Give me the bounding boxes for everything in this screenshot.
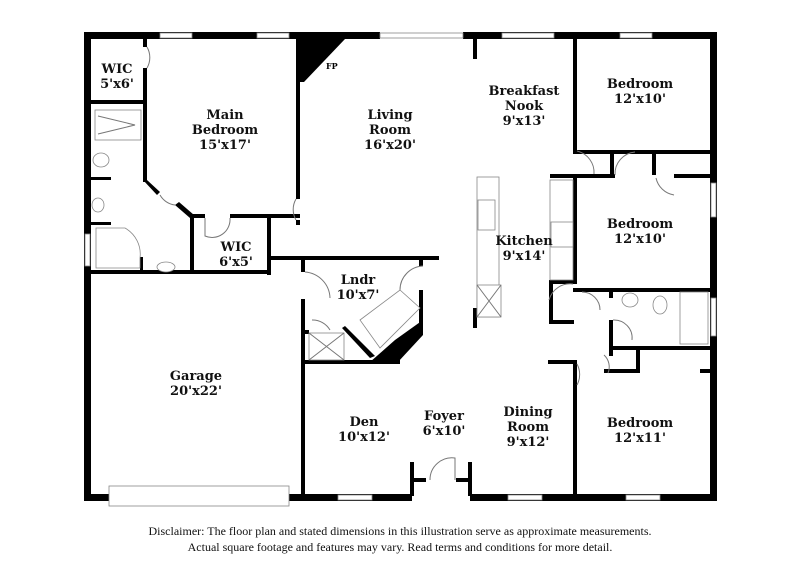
fixtures [91, 109, 709, 361]
room-name: Breakfast [488, 84, 560, 99]
room-wic-main: WIC 5'x6' [100, 62, 134, 92]
room-den: Den 10'x12' [338, 415, 390, 445]
room-size: 20'x22' [170, 384, 222, 399]
room-bedroom-3: Bedroom 12'x11' [607, 416, 673, 446]
room-name: Bedroom [606, 416, 674, 431]
room-size: 6'x10' [422, 424, 466, 439]
room-size: 6'x5' [219, 255, 253, 270]
room-size: 12'x10' [614, 232, 666, 247]
room-size: 9'x14' [502, 249, 546, 264]
disclaimer-line-2: Actual square footage and features may v… [187, 540, 613, 554]
room-name: WIC [101, 62, 133, 77]
room-kitchen: Kitchen 9'x14' [495, 234, 552, 264]
room-name: Bedroom [606, 77, 674, 92]
room-dining-room: Dining Room 9'x12' [503, 405, 552, 450]
room-size: 15'x17' [199, 138, 251, 153]
room-name: Living [367, 108, 413, 123]
room-name: Den [349, 415, 379, 430]
room-size: 9'x12' [506, 435, 550, 450]
disclaimer-line-1: Disclaimer: The floor plan and stated di… [148, 524, 652, 538]
room-garage: Garage 20'x22' [170, 369, 222, 399]
room-size: 10'x12' [338, 430, 390, 445]
room-size: 12'x10' [614, 92, 666, 107]
room-name: Bedroom [606, 217, 674, 232]
room-name: WIC [220, 240, 252, 255]
room-name: Garage [169, 369, 223, 384]
room-name: Nook [504, 99, 544, 114]
room-name: Main [206, 108, 244, 123]
disclaimer: Disclaimer: The floor plan and stated di… [0, 523, 800, 555]
room-bedroom-2: Bedroom 12'x10' [607, 217, 673, 247]
room-size: 9'x13' [502, 114, 546, 129]
room-name: Kitchen [495, 234, 553, 249]
room-name: Room [507, 420, 549, 435]
room-name: Bedroom [191, 123, 259, 138]
windows [84, 32, 717, 507]
room-name: Room [369, 123, 411, 138]
room-living-room: Living Room 16'x20' [364, 108, 416, 153]
room-name: Lndr [340, 273, 376, 288]
room-size: 5'x6' [100, 77, 134, 92]
room-bedroom-1: Bedroom 12'x10' [607, 77, 673, 107]
room-size: 16'x20' [364, 138, 416, 153]
room-main-bedroom: Main Bedroom 15'x17' [192, 108, 258, 153]
room-breakfast-nook: Breakfast Nook 9'x13' [489, 84, 560, 129]
room-name: Foyer [424, 409, 464, 424]
interior-walls [91, 39, 710, 496]
room-laundry: Lndr 10'x7' [337, 273, 380, 303]
room-size: 10'x7' [336, 288, 380, 303]
fireplace-label: FP [326, 61, 338, 71]
room-size: 12'x11' [614, 431, 666, 446]
room-foyer: Foyer 6'x10' [423, 409, 466, 439]
room-wic-small: WIC 6'x5' [219, 240, 253, 270]
door-swings [146, 46, 675, 481]
room-name: Dining [503, 405, 553, 420]
